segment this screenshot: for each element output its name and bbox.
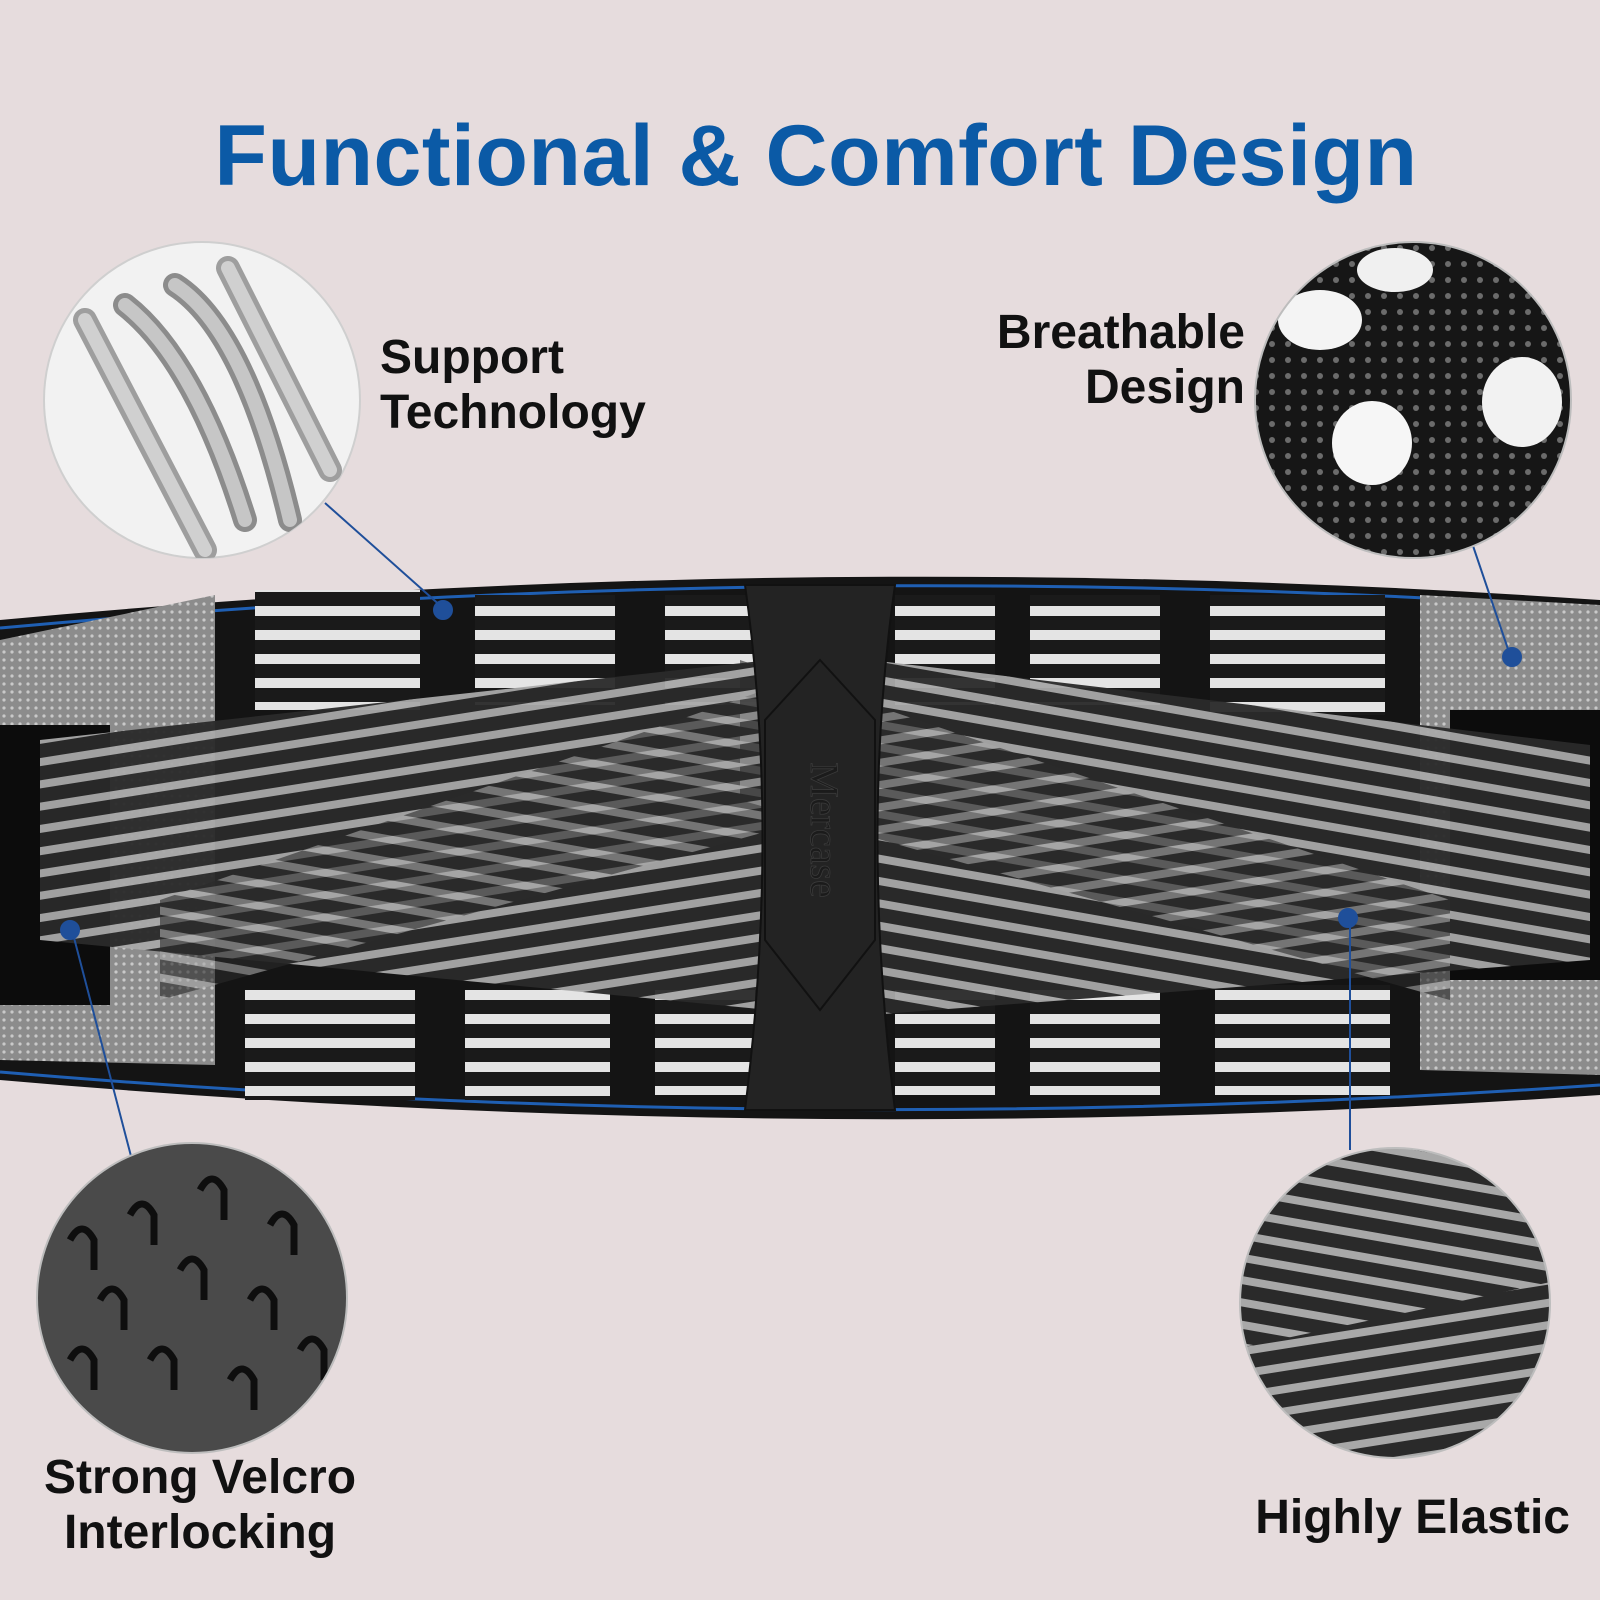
elastic-line-1: Highly Elastic bbox=[1255, 1491, 1570, 1544]
metal-stays-icon bbox=[43, 241, 361, 559]
brand-text: Mercase bbox=[802, 762, 847, 897]
support-line-2: Technology bbox=[380, 386, 646, 440]
back-brace-belt: Mercase bbox=[0, 576, 1600, 1120]
velcro-line-2: Interlocking bbox=[63, 1506, 337, 1560]
velcro-label: Strong Velcro Interlocking bbox=[15, 1450, 385, 1560]
velcro-line-1: Strong Velcro bbox=[43, 1451, 357, 1504]
breathable-design-label: Breathable Design bbox=[997, 305, 1245, 415]
breathable-line-1: Breathable bbox=[996, 306, 1245, 359]
highly-elastic-label: Highly Elastic bbox=[1225, 1490, 1570, 1545]
callout-lines bbox=[60, 502, 1522, 1161]
support-line-1: Support bbox=[380, 331, 564, 384]
breathable-line-2: Design bbox=[1084, 361, 1245, 415]
mesh-fabric-icon bbox=[1254, 241, 1572, 559]
elastic-straps-icon bbox=[1239, 1147, 1551, 1459]
velcro-hooks-icon bbox=[36, 1142, 348, 1454]
support-technology-label: Support Technology bbox=[380, 330, 646, 440]
page-title: Functional & Comfort Design bbox=[214, 107, 1418, 204]
